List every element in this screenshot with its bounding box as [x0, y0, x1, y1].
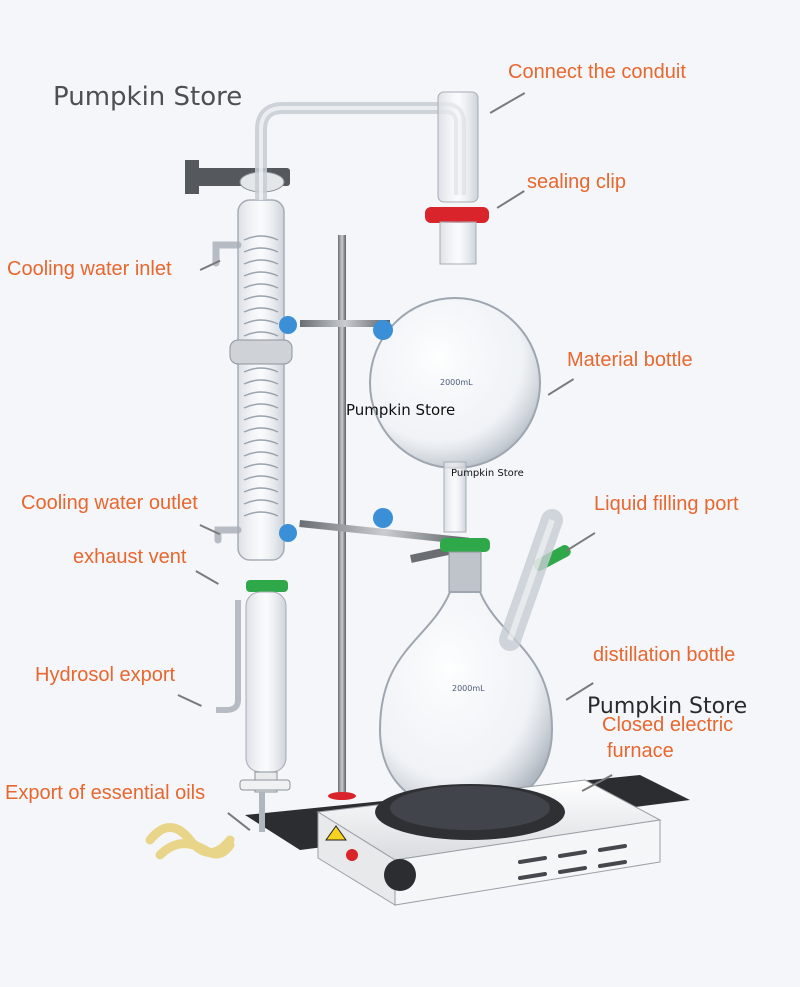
dial-knob [384, 859, 416, 891]
power-light [346, 849, 358, 861]
label-material-bottle: Material bottle [567, 349, 693, 371]
watermark-flask: Pumpkin Store [346, 401, 456, 419]
label-liquid-filling-port: Liquid filling port [594, 493, 739, 515]
sealing-clip-red [425, 207, 489, 223]
label-furnace-line2: furnace [607, 740, 674, 762]
label-essential-oils: Export of essential oils [5, 782, 206, 804]
watermark-furnace: Pumpkin Store [587, 694, 748, 719]
label-sealing-clip: sealing clip [527, 171, 626, 193]
label-cooling-inlet: Cooling water inlet [7, 258, 172, 280]
label-connect-conduit: Connect the conduit [508, 61, 686, 83]
label-furnace-line1: Closed electric [602, 714, 734, 736]
label-distillation-bottle: distillation bottle [593, 644, 736, 666]
rod-foot [328, 792, 356, 800]
label-hydrosol-export: Hydrosol export [35, 664, 176, 686]
watermark-main: Pumpkin Store [53, 82, 243, 112]
label-exhaust-vent: exhaust vent [73, 546, 187, 568]
tubing [145, 823, 235, 860]
watermark-small: Pumpkin Store [451, 468, 524, 479]
top-flask-volume: 2000mL [440, 378, 473, 387]
bottom-flask-volume: 2000mL [452, 684, 485, 693]
stand-rod [338, 235, 346, 795]
green-clip-top [440, 538, 490, 552]
label-cooling-outlet: Cooling water outlet [21, 492, 198, 514]
